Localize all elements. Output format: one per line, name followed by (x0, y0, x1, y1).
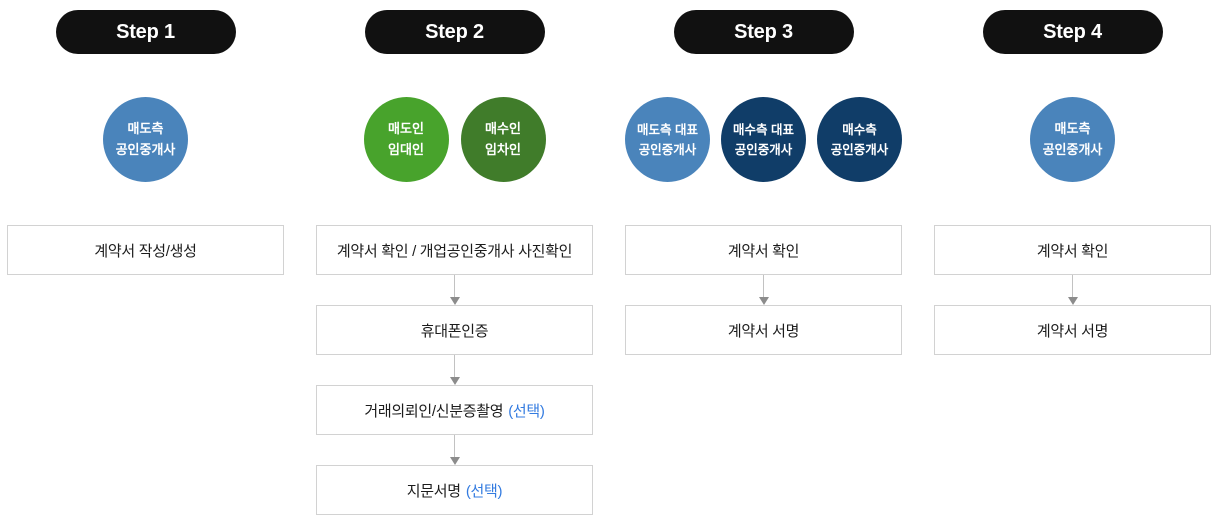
flow-box: 거래의뢰인/신분증촬영 (선택) (316, 385, 593, 435)
step-1-flow: 계약서 작성/생성 (7, 225, 284, 275)
step-2-actors: 매도인 임대인 매수인 임차인 (363, 97, 546, 182)
down-arrow-icon (758, 275, 769, 305)
actor-line: 임대인 (388, 141, 424, 157)
flow-box: 계약서 확인 / 개업공인중개사 사진확인 (316, 225, 593, 275)
flow-box: 계약서 확인 (934, 225, 1211, 275)
actor-line: 매수측 대표 (733, 122, 794, 137)
flow-box-text: 휴대폰인증 (420, 322, 489, 340)
step-2-label: Step 2 (425, 20, 484, 43)
actor-circle-seller-landlord: 매도인 임대인 (363, 97, 449, 182)
step-3-actors: 매도측 대표 공인중개사 매수측 대표 공인중개사 매수측 공인중개사 (625, 97, 902, 182)
actor-circle-buyer-lead-agent: 매수측 대표 공인중개사 (721, 97, 806, 182)
actor-line: 공인중개사 (638, 142, 697, 157)
flow-box-optional-tag: (선택) (465, 482, 503, 500)
step-1-column: Step 1 매도측 공인중개사 계약서 작성/생성 (7, 0, 284, 275)
flow-box-text: 계약서 확인 / 개업공인중개사 사진확인 (336, 242, 573, 260)
actor-line: 공인중개사 (1042, 141, 1103, 157)
actor-line: 임차인 (485, 141, 521, 157)
step-4-label: Step 4 (1043, 20, 1102, 43)
step-1-label: Step 1 (116, 20, 175, 43)
actor-line: 매도측 대표 (637, 122, 698, 137)
step-1-badge: Step 1 (55, 10, 236, 54)
step-1-actors: 매도측 공인중개사 (103, 97, 188, 182)
flow-box: 계약서 확인 (625, 225, 902, 275)
actor-circle-seller-agent: 매도측 공인중개사 (1030, 97, 1115, 182)
flow-box-text: 계약서 서명 (727, 322, 800, 340)
step-2-badge: Step 2 (364, 10, 545, 54)
actor-circle-buyer-agent: 매수측 공인중개사 (817, 97, 902, 182)
flow-box-text: 거래의뢰인/신분증촬영 (364, 402, 504, 420)
step-4-column: Step 4 매도측 공인중개사 계약서 확인 계약서 서명 (934, 0, 1211, 355)
step-3-column: Step 3 매도측 대표 공인중개사 매수측 대표 공인중개사 매수측 공인중… (625, 0, 902, 355)
down-arrow-icon (1067, 275, 1078, 305)
flow-box: 계약서 서명 (625, 305, 902, 355)
actor-line: 공인중개사 (734, 142, 793, 157)
step-4-actors: 매도측 공인중개사 (1030, 97, 1115, 182)
actor-line: 매도측 (127, 120, 164, 136)
actor-circle-seller-agent: 매도측 공인중개사 (103, 97, 188, 182)
actor-line: 매수인 (485, 120, 521, 136)
actor-line: 매도측 (1054, 120, 1091, 136)
step-4-badge: Step 4 (982, 10, 1163, 54)
actor-line: 공인중개사 (830, 142, 889, 157)
actor-circle-seller-lead-agent: 매도측 대표 공인중개사 (625, 97, 710, 182)
down-arrow-icon (449, 435, 460, 465)
actor-circle-buyer-tenant: 매수인 임차인 (460, 97, 546, 182)
step-2-column: Step 2 매도인 임대인 매수인 임차인 계약서 확인 / 개업공인중개사 … (316, 0, 593, 515)
flow-box-text: 지문서명 (406, 482, 461, 500)
step-3-flow: 계약서 확인 계약서 서명 (625, 225, 902, 355)
actor-line: 매도인 (388, 120, 424, 136)
flow-box-text: 계약서 서명 (1036, 322, 1109, 340)
flow-box: 지문서명 (선택) (316, 465, 593, 515)
flow-box-text: 계약서 확인 (1036, 242, 1109, 260)
flow-box: 계약서 서명 (934, 305, 1211, 355)
flow-box-text: 계약서 확인 (727, 242, 800, 260)
actor-line: 공인중개사 (115, 141, 176, 157)
flow-box-optional-tag: (선택) (508, 402, 545, 420)
flow-box: 계약서 작성/생성 (7, 225, 284, 275)
step-3-badge: Step 3 (673, 10, 854, 54)
down-arrow-icon (449, 355, 460, 385)
down-arrow-icon (449, 275, 460, 305)
flow-box: 휴대폰인증 (316, 305, 593, 355)
actor-line: 매수측 (842, 122, 877, 137)
step-4-flow: 계약서 확인 계약서 서명 (934, 225, 1211, 355)
flow-box-text: 계약서 작성/생성 (94, 242, 197, 260)
step-2-flow: 계약서 확인 / 개업공인중개사 사진확인 휴대폰인증 거래의뢰인/신분증촬영 … (316, 225, 593, 515)
step-3-label: Step 3 (734, 20, 793, 43)
